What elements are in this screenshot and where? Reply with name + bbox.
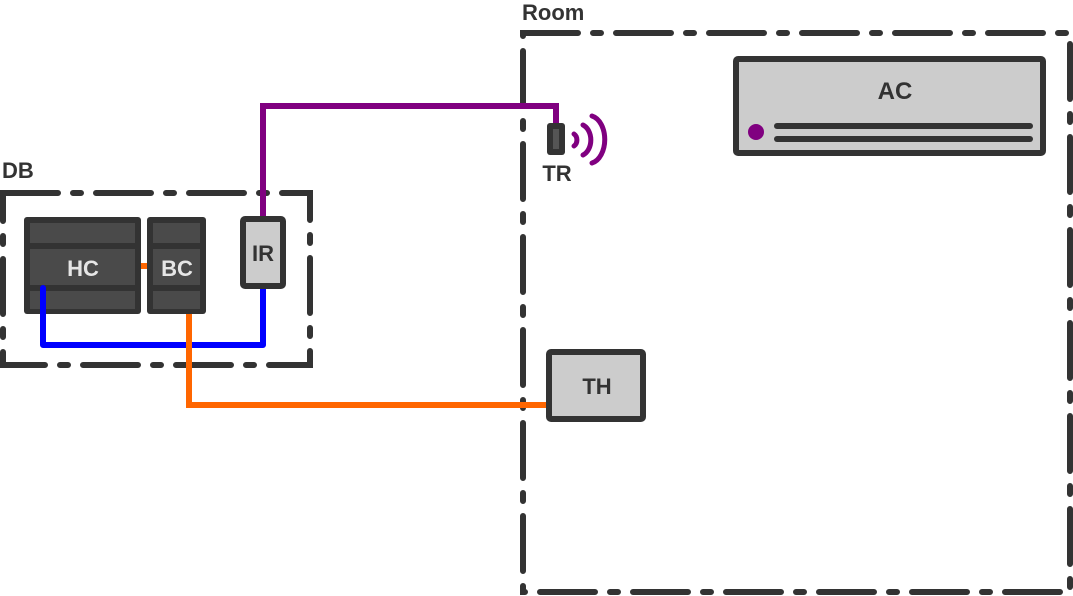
- th-label: TH: [582, 374, 611, 399]
- room-boundary: [520, 30, 1073, 595]
- ac-label: AC: [878, 78, 913, 105]
- signal-wave-icon: [589, 113, 608, 166]
- ir-label: IR: [252, 241, 274, 266]
- signal-wave-icon: [580, 122, 594, 158]
- signal-wave-icon: [571, 131, 580, 149]
- db-boundary: [0, 190, 313, 368]
- room-zone: Room: [520, 0, 1073, 595]
- ac-ir-receiver-icon: [748, 124, 764, 140]
- hc-breaker[interactable]: HC: [24, 217, 141, 314]
- tr-transmitter[interactable]: TR: [542, 113, 608, 186]
- db-label: DB: [2, 158, 34, 183]
- wire-ir-tr: [260, 103, 559, 218]
- hc-label: HC: [67, 256, 99, 281]
- room-label: Room: [522, 0, 584, 25]
- bc-breaker[interactable]: BC: [147, 217, 206, 314]
- wire-bc-th: [186, 312, 549, 408]
- bc-label: BC: [161, 256, 193, 281]
- tr-label: TR: [542, 161, 571, 186]
- th-thermostat[interactable]: TH: [546, 349, 646, 422]
- ac-unit[interactable]: AC: [733, 56, 1046, 156]
- ir-module[interactable]: IR: [240, 216, 286, 289]
- db-zone: DB: [0, 158, 313, 368]
